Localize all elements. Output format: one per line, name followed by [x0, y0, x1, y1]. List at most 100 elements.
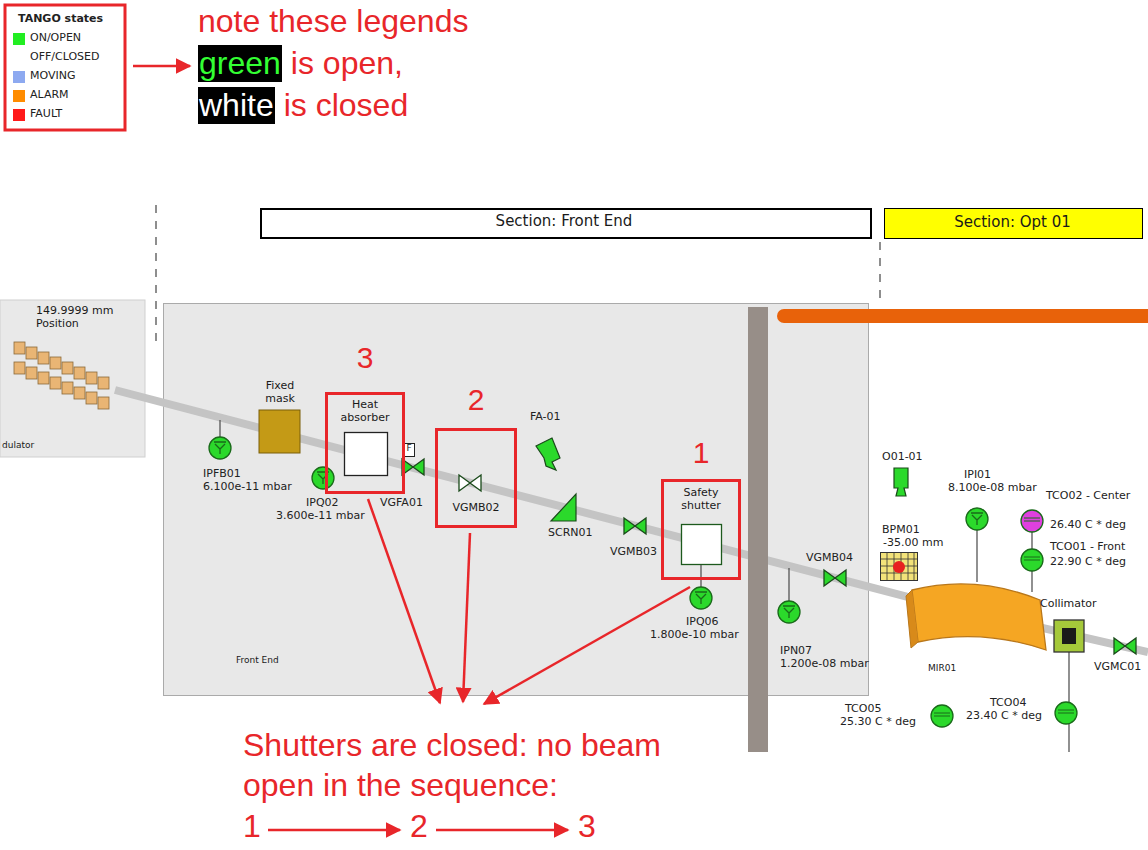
section-band: Section: Opt 01 [884, 208, 1143, 239]
device-label: VGMB04 [806, 552, 853, 565]
valve-open [402, 459, 424, 475]
device-label: 1.800e-10 mbar [650, 629, 739, 642]
annotation-text: note these legends [198, 3, 468, 40]
section-boundary [879, 242, 880, 300]
sequence-number: 1 [243, 808, 261, 845]
legend-entry: OFF/CLOSED [13, 51, 121, 66]
magnet-block [14, 342, 25, 354]
callout-number: 1 [661, 436, 741, 471]
magnet-block [98, 377, 109, 389]
undulator-panel: 149.9999 mm Position dulator [0, 300, 145, 457]
highlight-box: 2VGMB02 [435, 428, 517, 528]
legend-swatch [13, 71, 25, 83]
mirror: MIR01 [904, 574, 1050, 678]
undulator-magnets [14, 342, 109, 409]
magnet-block [62, 362, 73, 374]
pump-stem [976, 530, 977, 582]
thermocouple [1021, 510, 1043, 532]
device-label: VGFA01 [380, 497, 423, 510]
magnet-block [86, 392, 97, 404]
hutch-bar [784, 309, 1148, 323]
front-end-panel: Fixed mask 3Heat absorber 2VGMB02 1Safety s… [163, 303, 869, 696]
annotation-text: is closed [284, 87, 409, 124]
callout-number: 3 [325, 341, 405, 376]
valve-open [1114, 638, 1136, 654]
device-label: 1.200e-08 mbar [780, 658, 869, 671]
device-label: 6.100e-11 mbar [203, 481, 292, 494]
ion-pump [209, 437, 231, 459]
device-label: TCO01 - Front [1050, 541, 1125, 554]
device-label: 22.90 C * deg [1050, 556, 1126, 569]
collimator [1054, 620, 1084, 652]
device-label: 3.600e-11 mbar [276, 510, 365, 523]
collimator: Collimator [1038, 597, 1108, 655]
shielding-wall [748, 307, 768, 752]
thermocouple [1055, 702, 1077, 724]
legend-title: TANGO states [18, 13, 103, 26]
node-label: 149.9999 mm Position [36, 305, 126, 330]
ion-pump [778, 601, 800, 623]
fluorescent-screen-actuator [536, 438, 560, 470]
legend-text: MOVING [30, 70, 75, 83]
device-label: SCRN01 [548, 527, 593, 540]
pump-stem [219, 420, 220, 437]
node-label: Fixed mask [252, 380, 308, 405]
device-label: O01-01 [882, 451, 923, 464]
beam-path [115, 390, 1148, 652]
collimator-aperture [1062, 628, 1076, 644]
heat-absorber [345, 433, 388, 476]
device-label: -35.00 mm [883, 537, 943, 550]
sequence-number: 2 [410, 808, 428, 845]
flag-box [404, 444, 415, 457]
section-boundary [155, 205, 156, 345]
legend-text: FAULT [30, 108, 62, 121]
magnet-block [74, 387, 85, 399]
leader-arrow [463, 533, 470, 702]
device-label: F [403, 443, 415, 453]
sensor-stem [1031, 571, 1032, 592]
magnet-block [50, 357, 61, 369]
leader-arrow [484, 587, 690, 704]
ion-pump [690, 587, 712, 609]
magnet-block [38, 352, 49, 364]
annotation-text: is open, [291, 45, 403, 82]
highlight-box: 1Safety shutter [661, 479, 741, 580]
magnet-block [14, 362, 25, 374]
fixed-mask [259, 410, 300, 453]
magnet-block [38, 372, 49, 384]
device-label: TCO05 [845, 703, 881, 716]
sequence-number: 3 [578, 808, 596, 845]
safety-shutter [682, 525, 722, 565]
highlight-box: 3Heat absorber [325, 392, 405, 494]
node-label: Section: Opt 01 [884, 214, 1141, 231]
legend-entry: FAULT [13, 108, 121, 123]
pointer-arrow [133, 65, 190, 68]
magnet-block [62, 382, 73, 394]
annotation-text: green [198, 45, 282, 82]
leader-arrow [368, 499, 440, 703]
bpm-grid-lines [881, 553, 917, 580]
annotation-text: white [198, 87, 275, 124]
node-label: Collimator [1040, 598, 1097, 611]
magnet-block [86, 372, 97, 384]
valve-open [824, 570, 846, 586]
screen-symbol [551, 494, 576, 521]
valve-open [624, 518, 646, 534]
legend-entry: ON/OPEN [13, 32, 121, 47]
node-label: Section: Front End [260, 213, 868, 230]
pump-stem [788, 568, 789, 601]
ion-pump [966, 508, 988, 530]
node-label: dulator [2, 440, 34, 450]
device-label: IPFB01 [203, 468, 241, 481]
legend-entry: MOVING [13, 70, 121, 85]
magnet-block [98, 397, 109, 409]
legend-text: OFF/CLOSED [30, 51, 100, 64]
annotation-text: Shutters are closed: no beam [243, 727, 661, 764]
valve-closed [459, 475, 481, 491]
callout-number: 2 [435, 383, 517, 418]
sequence-arrow [268, 829, 400, 832]
magnet-block [74, 367, 85, 379]
